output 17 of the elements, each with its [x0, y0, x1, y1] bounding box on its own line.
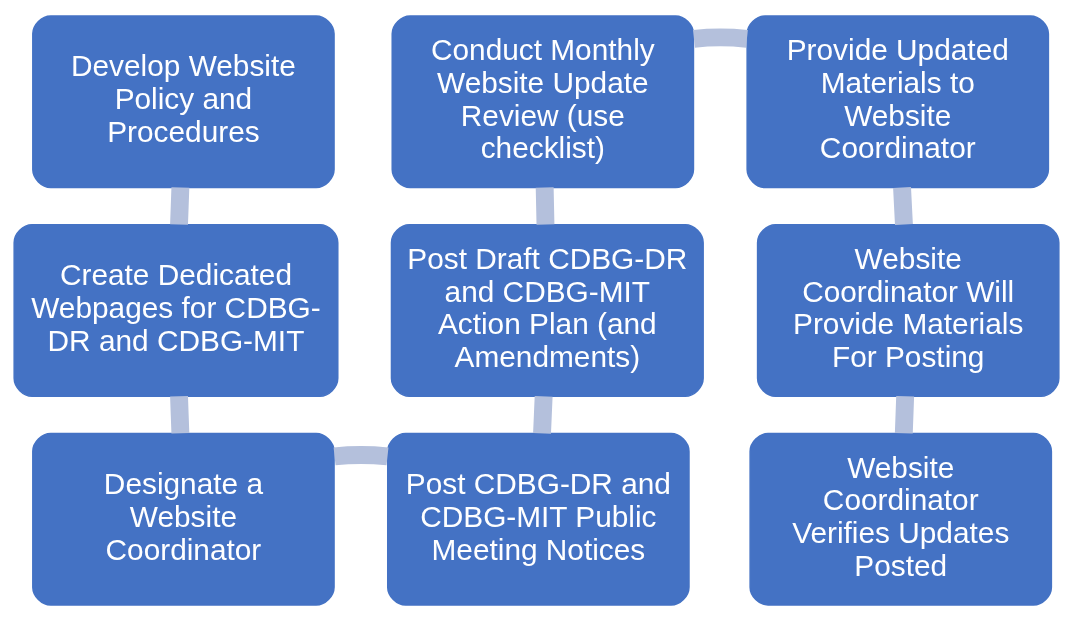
connector: [893, 186, 913, 225]
node-box: Conduct Monthly Website Update Review (use checklist): [391, 14, 695, 188]
connector: [170, 186, 190, 225]
connector: [170, 395, 190, 434]
connector: [535, 186, 555, 225]
node-box: Website Coordinator Verifies Updates Posted: [749, 432, 1053, 606]
node-box: Develop Website Policy and Procedures: [32, 14, 335, 188]
node-box: Post Draft CDBG-DR and CDBG-MIT Action Plan (and Amendments): [390, 223, 704, 397]
connector: [693, 27, 748, 48]
node-box: Provide Updated Materials to Website Coordinator: [746, 14, 1050, 188]
node-box: Post CDBG-DR and CDBG-MIT Public Meeting Notices: [387, 432, 690, 606]
node-box: Designate a Website Coordinator: [32, 432, 335, 606]
node-box: Create Dedicated Webpages for CDBG-DR and CDBG-MIT: [13, 223, 339, 397]
connector: [533, 395, 553, 434]
node-box: Website Coordinator Will Provide Materials For Posting: [756, 223, 1060, 397]
connector: [333, 445, 389, 465]
connector: [894, 395, 915, 434]
